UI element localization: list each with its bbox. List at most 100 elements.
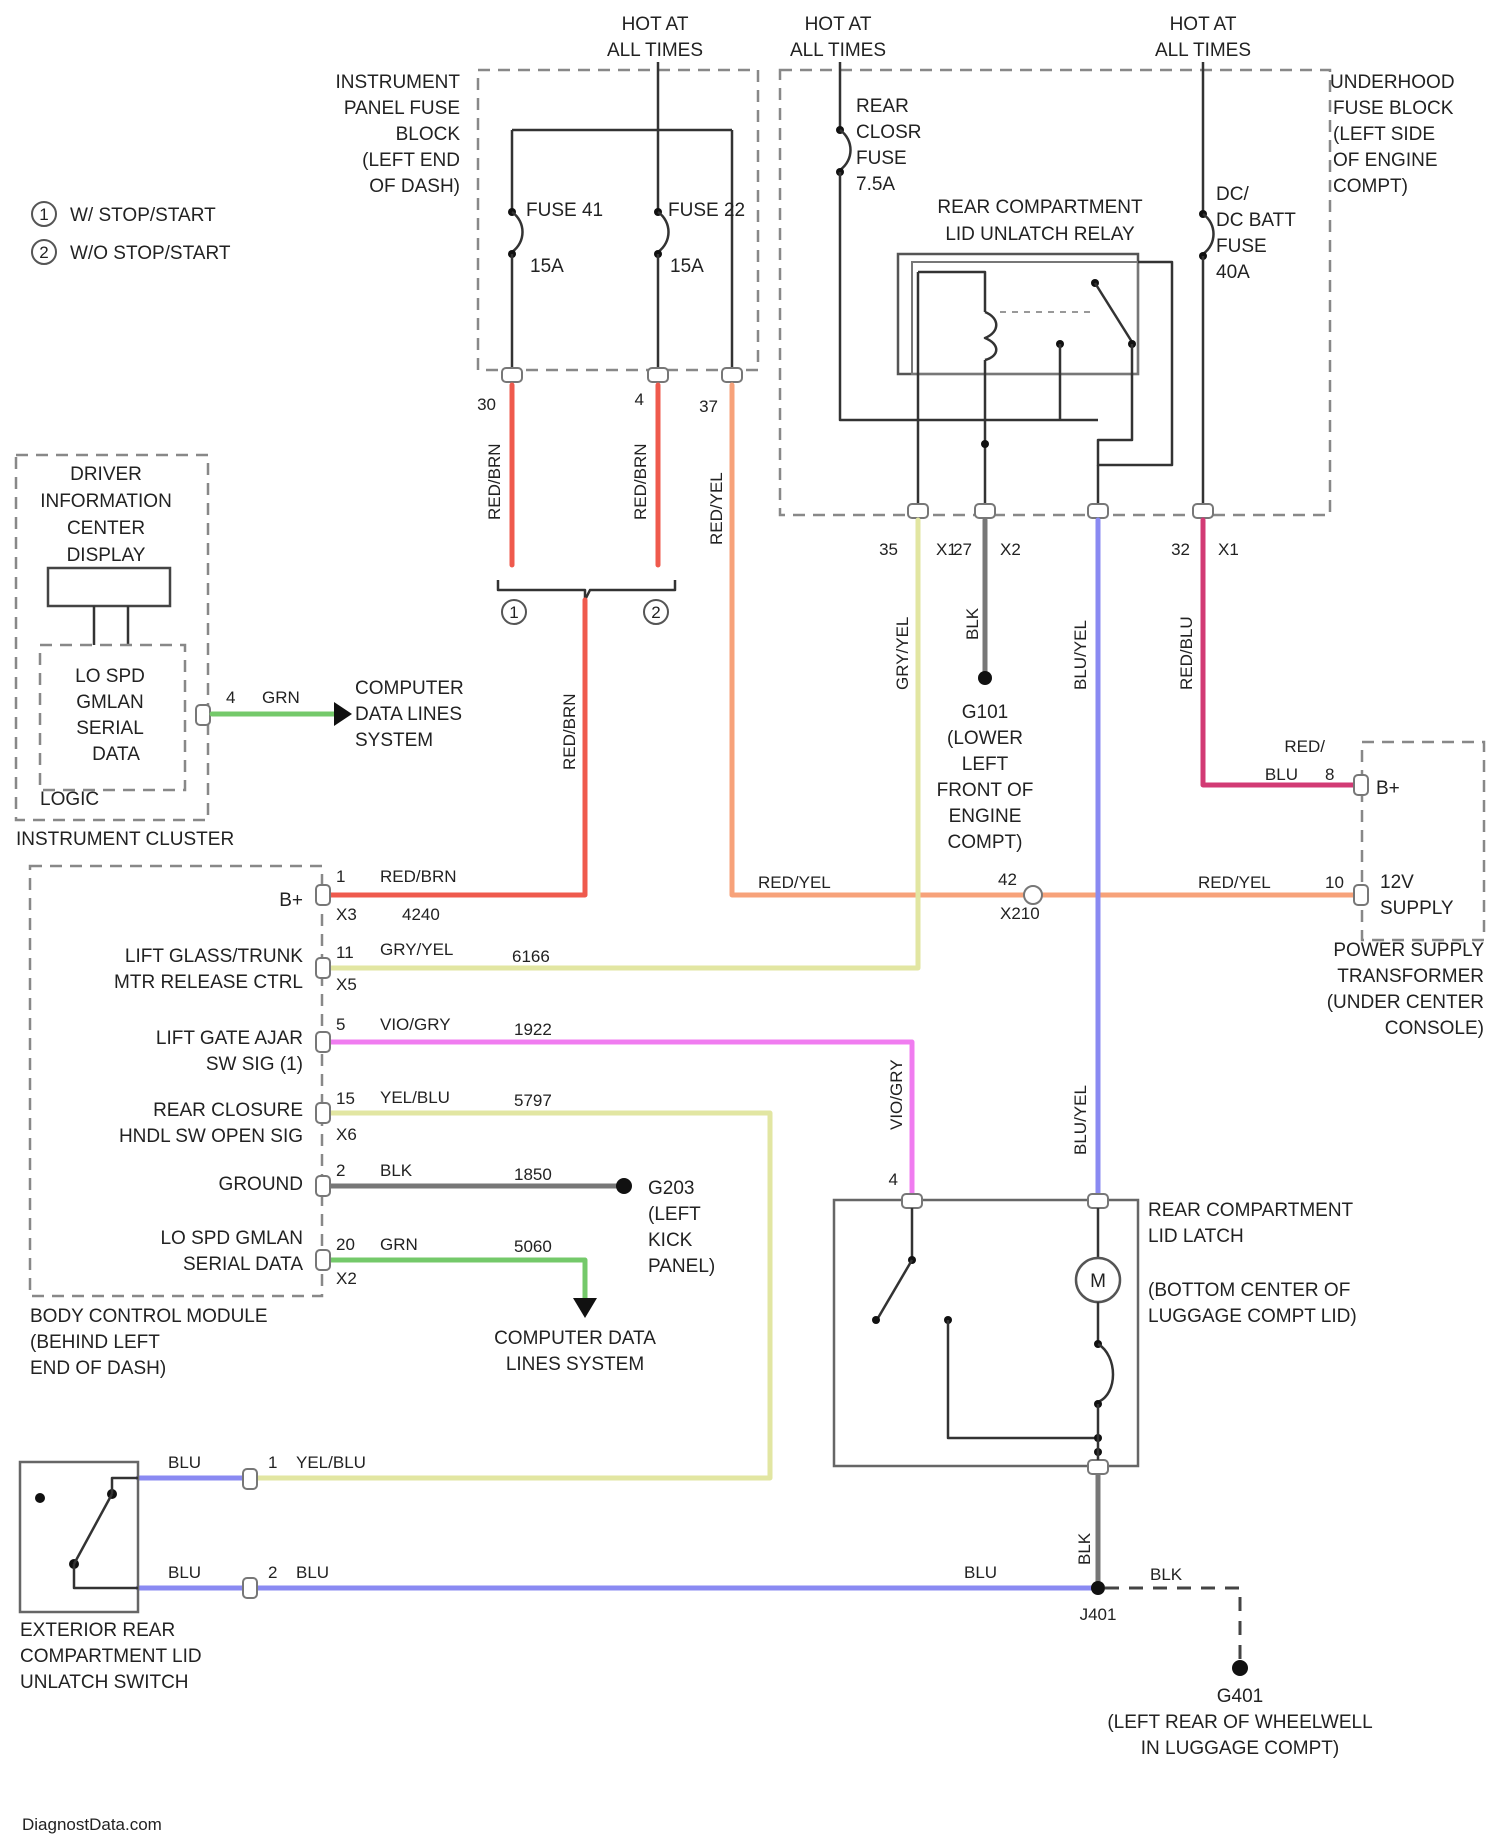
svg-text:PANEL): PANEL) [648, 1256, 715, 1277]
svg-text:GRN: GRN [262, 688, 300, 707]
svg-text:SW SIG (1): SW SIG (1) [206, 1054, 303, 1075]
svg-text:32: 32 [1171, 540, 1190, 559]
svg-text:5060: 5060 [514, 1237, 552, 1256]
wire-vio-gry [328, 1042, 912, 1195]
svg-text:X5: X5 [336, 975, 357, 994]
svg-text:M: M [1090, 1271, 1106, 1292]
svg-text:X2: X2 [1000, 540, 1021, 559]
svg-text:DRIVER: DRIVER [70, 464, 142, 485]
svg-text:8: 8 [1325, 765, 1334, 784]
svg-text:TRANSFORMER: TRANSFORMER [1337, 966, 1484, 987]
latch-switch [878, 1260, 912, 1318]
svg-text:W/ STOP/START: W/ STOP/START [70, 205, 216, 226]
svg-text:ALL TIMES: ALL TIMES [607, 40, 703, 61]
svg-text:ALL TIMES: ALL TIMES [790, 40, 886, 61]
svg-text:OF DASH): OF DASH) [369, 176, 460, 197]
svg-text:SERIAL: SERIAL [76, 718, 144, 739]
svg-text:BLK: BLK [380, 1161, 413, 1180]
svg-text:20: 20 [336, 1235, 355, 1254]
svg-text:11: 11 [336, 943, 354, 962]
svg-text:40A: 40A [1216, 262, 1250, 283]
svg-text:BODY CONTROL MODULE: BODY CONTROL MODULE [30, 1306, 268, 1327]
svg-text:REAR CLOSURE: REAR CLOSURE [153, 1100, 303, 1121]
svg-text:2: 2 [268, 1563, 277, 1582]
svg-text:RED/YEL: RED/YEL [707, 472, 726, 545]
dic-display-box [48, 568, 170, 606]
svg-text:INSTRUMENT: INSTRUMENT [335, 72, 460, 93]
ground-g401 [1232, 1660, 1248, 1676]
fuse-41-label: FUSE 41 [526, 200, 603, 221]
svg-text:X210: X210 [1000, 904, 1040, 923]
svg-text:LOGIC: LOGIC [40, 789, 99, 810]
underhood-fuse-block: UNDERHOOD FUSE BLOCK (LEFT SIDE OF ENGIN… [780, 62, 1455, 559]
wire-red-blu [1203, 520, 1358, 785]
hot-at-all-times-label-1: HOT AT ALL TIMES [607, 14, 703, 61]
svg-text:BLU: BLU [296, 1563, 329, 1582]
svg-text:1: 1 [268, 1453, 277, 1472]
svg-text:RED/BRN: RED/BRN [560, 693, 579, 770]
svg-text:BLK: BLK [963, 607, 982, 640]
svg-text:5797: 5797 [514, 1091, 552, 1110]
ground-g101 [978, 671, 992, 685]
svg-text:ENGINE: ENGINE [949, 806, 1022, 827]
svg-text:LUGGAGE COMPT LID): LUGGAGE COMPT LID) [1148, 1306, 1357, 1327]
svg-text:BLU: BLU [168, 1453, 201, 1472]
option-bracket [498, 580, 675, 600]
svg-text:5: 5 [336, 1015, 345, 1034]
arrow-icon [334, 702, 352, 726]
svg-text:SYSTEM: SYSTEM [355, 730, 433, 751]
hot-at-all-times-label-2: HOT AT ALL TIMES [790, 14, 886, 61]
svg-text:DISPLAY: DISPLAY [67, 545, 146, 566]
svg-text:G101: G101 [962, 702, 1008, 723]
svg-text:(LOWER: (LOWER [947, 728, 1023, 749]
watermark: DiagnostData.com [22, 1815, 162, 1834]
svg-text:2: 2 [336, 1161, 345, 1180]
svg-text:PANEL FUSE: PANEL FUSE [344, 98, 460, 119]
svg-text:COMPUTER: COMPUTER [355, 678, 464, 699]
svg-text:X6: X6 [336, 1125, 357, 1144]
svg-text:(LEFT END: (LEFT END [362, 150, 460, 171]
rear-compartment-lid-latch: 4 M REAR COMPARTMENT LID LATCH (BOTTOM C… [834, 1170, 1357, 1474]
svg-text:HOT AT: HOT AT [622, 14, 689, 35]
svg-text:W/O STOP/START: W/O STOP/START [70, 243, 231, 264]
relay-coil [985, 312, 996, 360]
svg-text:REAR: REAR [856, 96, 909, 117]
svg-text:LIFT GLASS/TRUNK: LIFT GLASS/TRUNK [125, 946, 303, 967]
fuse-41-amp: 15A [530, 256, 564, 277]
svg-text:CLOSR: CLOSR [856, 122, 921, 143]
svg-text:X1: X1 [1218, 540, 1239, 559]
svg-text:FUSE: FUSE [1216, 236, 1267, 257]
svg-text:KICK: KICK [648, 1230, 693, 1251]
svg-text:J401: J401 [1080, 1605, 1117, 1624]
svg-text:(LEFT: (LEFT [648, 1204, 701, 1225]
svg-text:2: 2 [39, 243, 48, 262]
svg-text:INFORMATION: INFORMATION [40, 491, 172, 512]
svg-text:GRY/YEL: GRY/YEL [893, 617, 912, 690]
relay-label: REAR COMPARTMENT [937, 197, 1143, 218]
svg-text:HOT AT: HOT AT [805, 14, 872, 35]
svg-text:G203: G203 [648, 1178, 694, 1199]
svg-text:1922: 1922 [514, 1020, 552, 1039]
svg-text:DC BATT: DC BATT [1216, 210, 1296, 231]
svg-text:1: 1 [39, 205, 48, 224]
svg-text:LEFT: LEFT [962, 754, 1009, 775]
svg-text:END OF DASH): END OF DASH) [30, 1358, 166, 1379]
svg-text:10: 10 [1325, 873, 1344, 892]
svg-text:BLK: BLK [1075, 1532, 1094, 1565]
svg-text:DATA: DATA [92, 744, 140, 765]
arrow-down-icon [573, 1298, 597, 1318]
svg-text:ALL TIMES: ALL TIMES [1155, 40, 1251, 61]
body-control-module: B+ 1 X3 RED/BRN 4240 LIFT GLASS/TRUNK MT… [30, 866, 656, 1379]
svg-text:(LEFT SIDE: (LEFT SIDE [1333, 124, 1435, 145]
relay-switch [1095, 283, 1132, 342]
svg-text:27: 27 [953, 540, 972, 559]
svg-text:BLU: BLU [168, 1563, 201, 1582]
svg-text:BLK: BLK [1150, 1565, 1183, 1584]
ground-g101-label: G101 (LOWER LEFT FRONT OF ENGINE COMPT) [937, 702, 1034, 853]
svg-text:COMPT): COMPT) [1333, 176, 1408, 197]
svg-text:6166: 6166 [512, 947, 550, 966]
switch-lever [74, 1494, 112, 1564]
svg-text:2: 2 [651, 603, 660, 622]
svg-text:35: 35 [879, 540, 898, 559]
